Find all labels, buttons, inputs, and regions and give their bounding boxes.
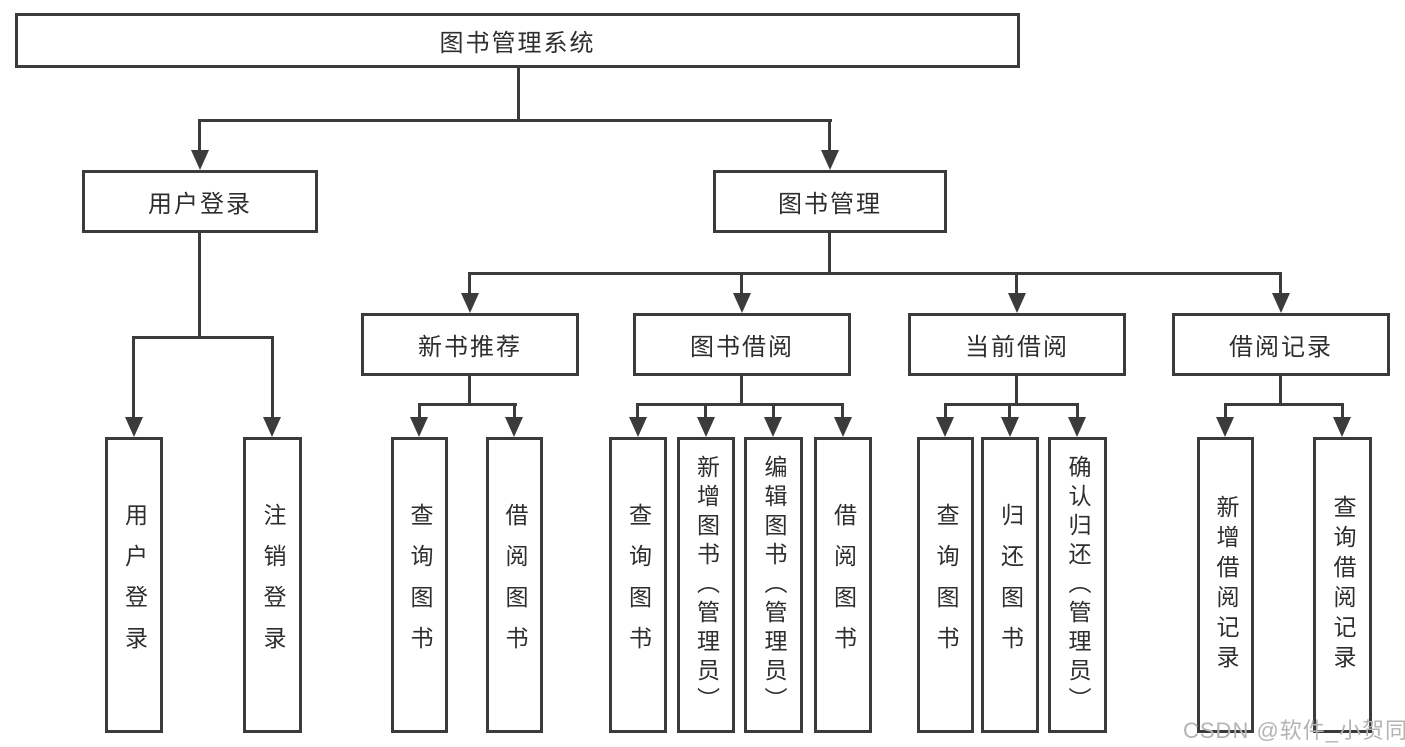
- arrow-down-icon: [821, 150, 839, 170]
- leaf-add-books-admin-label: 新增图书（管理员）: [693, 454, 720, 716]
- leaf-borrow-books-2: 借阅图书: [814, 437, 872, 733]
- arrow-down-icon: [1008, 293, 1026, 313]
- connector-line: [772, 403, 775, 419]
- connector-line: [1224, 403, 1227, 419]
- leaf-user-login: 用户登录: [105, 437, 163, 733]
- leaf-edit-books-admin: 编辑图书（管理员）: [744, 437, 803, 733]
- node-book-borrowing: 图书借阅: [633, 313, 851, 376]
- leaf-user-login-label: 用户登录: [121, 503, 148, 667]
- node-new-book-recommend: 新书推荐: [361, 313, 579, 376]
- arrow-down-icon: [505, 417, 523, 437]
- leaf-confirm-return-admin-label: 确认归还（管理员）: [1065, 454, 1091, 716]
- connector-line: [198, 119, 201, 153]
- connector-line: [271, 336, 274, 419]
- node-root-label: 图书管理系统: [439, 30, 596, 57]
- csdn-watermark: CSDN @软件_小贺同学: [1183, 718, 1405, 743]
- node-root: 图书管理系统: [15, 13, 1020, 68]
- arrow-down-icon: [1272, 293, 1290, 313]
- leaf-query-borrow-record-label: 查询借阅记录: [1330, 495, 1356, 675]
- connector-line: [828, 119, 831, 153]
- connector-line: [944, 403, 947, 419]
- connector-line: [468, 272, 1282, 275]
- leaf-query-books-1-label: 查询图书: [407, 503, 433, 667]
- arrow-down-icon: [263, 417, 281, 437]
- leaf-return-books: 归还图书: [981, 437, 1039, 733]
- connector-line: [841, 403, 844, 419]
- arrow-down-icon: [125, 417, 143, 437]
- connector-line: [468, 376, 471, 406]
- connector-line: [517, 68, 520, 121]
- connector-line: [1015, 272, 1018, 295]
- leaf-query-books-1: 查询图书: [391, 437, 448, 733]
- leaf-borrow-books-2-label: 借阅图书: [830, 503, 857, 667]
- connector-line: [1279, 272, 1282, 295]
- leaf-logout-label: 注销登录: [260, 503, 286, 667]
- leaf-return-books-label: 归还图书: [997, 503, 1024, 667]
- leaf-query-books-3: 查询图书: [917, 437, 974, 733]
- arrow-down-icon: [191, 150, 209, 170]
- leaf-logout: 注销登录: [243, 437, 302, 733]
- node-borrow-records: 借阅记录: [1172, 313, 1390, 376]
- leaf-edit-books-admin-label: 编辑图书（管理员）: [761, 454, 787, 716]
- node-book-borrowing-label: 图书借阅: [690, 334, 794, 361]
- arrow-down-icon: [410, 417, 428, 437]
- leaf-query-books-2: 查询图书: [609, 437, 667, 733]
- connector-line: [1015, 376, 1018, 406]
- connector-line: [740, 376, 743, 406]
- connector-line: [636, 403, 844, 406]
- connector-line: [944, 403, 1079, 406]
- connector-line: [132, 336, 274, 339]
- leaf-query-books-2-label: 查询图书: [625, 503, 652, 667]
- connector-line: [1341, 403, 1344, 419]
- connector-line: [198, 233, 201, 339]
- node-book-management: 图书管理: [713, 170, 947, 233]
- arrow-down-icon: [936, 417, 954, 437]
- arrow-down-icon: [834, 417, 852, 437]
- arrow-down-icon: [1001, 417, 1019, 437]
- arrow-down-icon: [461, 293, 479, 313]
- leaf-query-books-3-label: 查询图书: [933, 503, 959, 667]
- node-current-borrowing: 当前借阅: [908, 313, 1126, 376]
- node-borrow-records-label: 借阅记录: [1229, 334, 1333, 361]
- connector-line: [1279, 376, 1282, 406]
- connector-line: [132, 336, 135, 419]
- node-user-login-label: 用户登录: [148, 191, 252, 218]
- connector-line: [1008, 403, 1011, 419]
- leaf-confirm-return-admin: 确认归还（管理员）: [1048, 437, 1107, 733]
- leaf-query-borrow-record: 查询借阅记录: [1313, 437, 1372, 733]
- connector-line: [198, 119, 832, 122]
- node-new-book-recommend-label: 新书推荐: [418, 334, 522, 361]
- leaf-borrow-books-1: 借阅图书: [486, 437, 543, 733]
- arrow-down-icon: [697, 417, 715, 437]
- connector-line: [636, 403, 639, 419]
- connector-line: [513, 403, 516, 419]
- arrow-down-icon: [1333, 417, 1351, 437]
- connector-line: [468, 272, 471, 295]
- connector-line: [418, 403, 421, 419]
- node-user-login: 用户登录: [82, 170, 318, 233]
- leaf-add-borrow-record: 新增借阅记录: [1197, 437, 1254, 733]
- connector-line: [1076, 403, 1079, 419]
- arrow-down-icon: [733, 293, 751, 313]
- connector-line: [704, 403, 707, 419]
- leaf-borrow-books-1-label: 借阅图书: [502, 503, 528, 667]
- connector-line: [1224, 403, 1344, 406]
- connector-line: [828, 233, 831, 275]
- arrow-down-icon: [1068, 417, 1086, 437]
- leaf-add-books-admin: 新增图书（管理员）: [677, 437, 735, 733]
- leaf-add-borrow-record-label: 新增借阅记录: [1213, 495, 1239, 675]
- arrow-down-icon: [764, 417, 782, 437]
- arrow-down-icon: [1216, 417, 1234, 437]
- connector-line: [740, 272, 743, 295]
- node-book-management-label: 图书管理: [778, 191, 882, 218]
- node-current-borrowing-label: 当前借阅: [965, 334, 1069, 361]
- arrow-down-icon: [629, 417, 647, 437]
- connector-line: [418, 403, 517, 406]
